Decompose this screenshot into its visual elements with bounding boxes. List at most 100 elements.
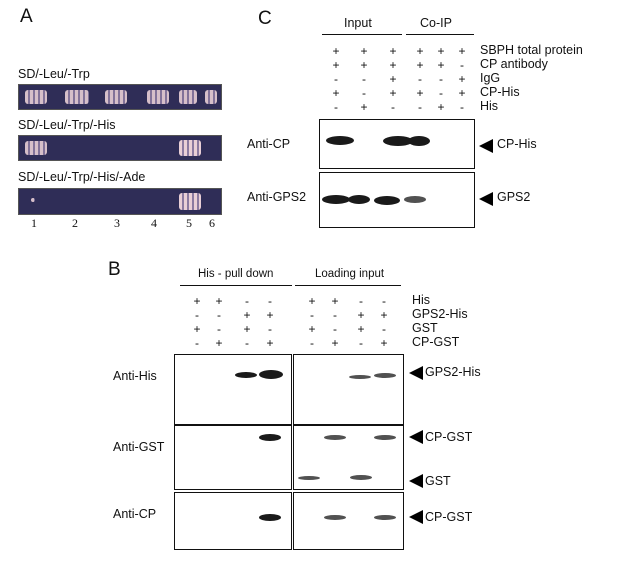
bracket-coip [406, 34, 474, 35]
sign-r2-c4: + [308, 322, 316, 336]
sign-r1-c0: + [332, 58, 340, 72]
sign-r1-c4: - [310, 308, 314, 322]
sign-r1-c1: + [360, 58, 368, 72]
row-label-b-gps2-his: GPS2-His [412, 307, 468, 321]
arrow-cp-gst-1 [409, 430, 423, 444]
sign-r1-c2: + [389, 58, 397, 72]
sign-r1-c6: + [357, 308, 365, 322]
sign-r4-c4: + [437, 100, 445, 114]
band-label-gst: GST [425, 474, 451, 488]
sign-r3-c1: + [215, 336, 223, 350]
lane-number-3: 3 [114, 216, 120, 230]
lane-number-2: 2 [72, 216, 78, 230]
band-label-cp-gst-2: CP-GST [425, 510, 473, 524]
sign-r2-c2: + [243, 322, 251, 336]
sign-r1-c0: - [195, 308, 199, 322]
sign-r1-c3: + [266, 308, 274, 322]
antibody-label-anti-cp: Anti-CP [247, 137, 291, 151]
panel-b-letter: B [108, 259, 121, 280]
yeast-plate-3 [18, 188, 222, 215]
sign-r2-c0: + [193, 322, 201, 336]
sign-r3-c4: - [439, 86, 443, 100]
antibody-label-b-anti-cp: Anti-CP [113, 507, 157, 521]
sign-r3-c0: - [195, 336, 199, 350]
sign-r2-c6: + [357, 322, 365, 336]
sign-r0-c3: - [268, 294, 272, 308]
arrow-cp-gst-2 [409, 510, 423, 524]
sign-r2-c1: - [362, 72, 366, 86]
row-label-b-his: His [412, 293, 431, 307]
sign-r0-c7: - [382, 294, 386, 308]
sign-r0-c1: + [360, 44, 368, 58]
band-label-cp-his: CP-His [497, 137, 537, 151]
sign-r1-c5: - [460, 58, 464, 72]
band-label-cp-gst-1: CP-GST [425, 430, 473, 444]
yeast-plate-2 [18, 135, 222, 161]
yeast-plate-1 [18, 84, 222, 110]
antibody-label-anti-gps2: Anti-GPS2 [247, 190, 307, 204]
sign-r0-c0: + [332, 44, 340, 58]
sign-r2-c1: - [217, 322, 221, 336]
medium-label-1: SD/-Leu/-Trp [18, 67, 90, 81]
row-label-his: His [480, 99, 499, 113]
sign-r3-c7: + [380, 336, 388, 350]
header-loading-input: Loading input [315, 268, 385, 280]
row-label-cp-antibody: CP antibody [480, 57, 548, 71]
header-input: Input [344, 16, 372, 30]
sign-r3-c6: - [359, 336, 363, 350]
blot-b-anti-his-input [293, 354, 404, 425]
blot-b-anti-his-pulldown [174, 354, 292, 425]
bracket-input [322, 34, 402, 35]
sign-r3-c3: + [416, 86, 424, 100]
blot-b-anti-cp-input [293, 492, 404, 550]
sign-r3-c2: + [389, 86, 397, 100]
sign-r0-c6: - [359, 294, 363, 308]
blot-b-anti-cp-pulldown [174, 492, 292, 550]
lane-number-1: 1 [31, 216, 37, 230]
sign-r1-c2: + [243, 308, 251, 322]
header-coip: Co-IP [420, 16, 452, 30]
medium-label-3: SD/-Leu/-Trp/-His/-Ade [18, 170, 146, 184]
sign-r1-c1: - [217, 308, 221, 322]
row-label-sbph: SBPH total protein [480, 43, 583, 57]
blot-b-anti-gst-pulldown [174, 425, 292, 490]
sign-r0-c1: + [215, 294, 223, 308]
header-his-pull-down: His - pull down [198, 268, 274, 280]
sign-r0-c4: + [308, 294, 316, 308]
antibody-label-b-anti-his: Anti-His [113, 369, 157, 383]
sign-r4-c5: - [460, 100, 464, 114]
arrow-gps2 [479, 192, 493, 206]
band-label-gps2: GPS2 [497, 190, 531, 204]
sign-r0-c3: + [416, 44, 424, 58]
sign-r1-c5: - [333, 308, 337, 322]
panel-c-letter: C [258, 8, 272, 29]
sign-r0-c2: - [245, 294, 249, 308]
row-label-cp-his: CP-His [480, 85, 520, 99]
sign-r1-c7: + [380, 308, 388, 322]
sign-r2-c5: + [458, 72, 466, 86]
panel-a-letter: A [20, 6, 33, 27]
sign-r2-c2: + [389, 72, 397, 86]
row-label-igg: IgG [480, 71, 501, 85]
sign-r4-c1: + [360, 100, 368, 114]
sign-r2-c4: - [439, 72, 443, 86]
sign-r2-c3: - [268, 322, 272, 336]
sign-r4-c3: - [418, 100, 422, 114]
sign-r1-c4: + [437, 58, 445, 72]
lane-number-5: 5 [186, 216, 192, 230]
sign-r3-c0: + [332, 86, 340, 100]
sign-r3-c2: - [245, 336, 249, 350]
arrow-gps2-his [409, 366, 423, 380]
lane-number-6: 6 [209, 216, 215, 230]
sign-r2-c7: - [382, 322, 386, 336]
sign-r0-c5: + [458, 44, 466, 58]
bracket-pull-down [180, 285, 292, 286]
antibody-label-b-anti-gst: Anti-GST [113, 440, 165, 454]
sign-r3-c1: - [362, 86, 366, 100]
band-label-gps2-his: GPS2-His [425, 365, 481, 379]
sign-r3-c4: - [310, 336, 314, 350]
blot-c-anti-cp [319, 119, 475, 169]
sign-r3-c5: + [458, 86, 466, 100]
row-label-b-cp-gst: CP-GST [412, 335, 460, 349]
sign-r3-c3: + [266, 336, 274, 350]
